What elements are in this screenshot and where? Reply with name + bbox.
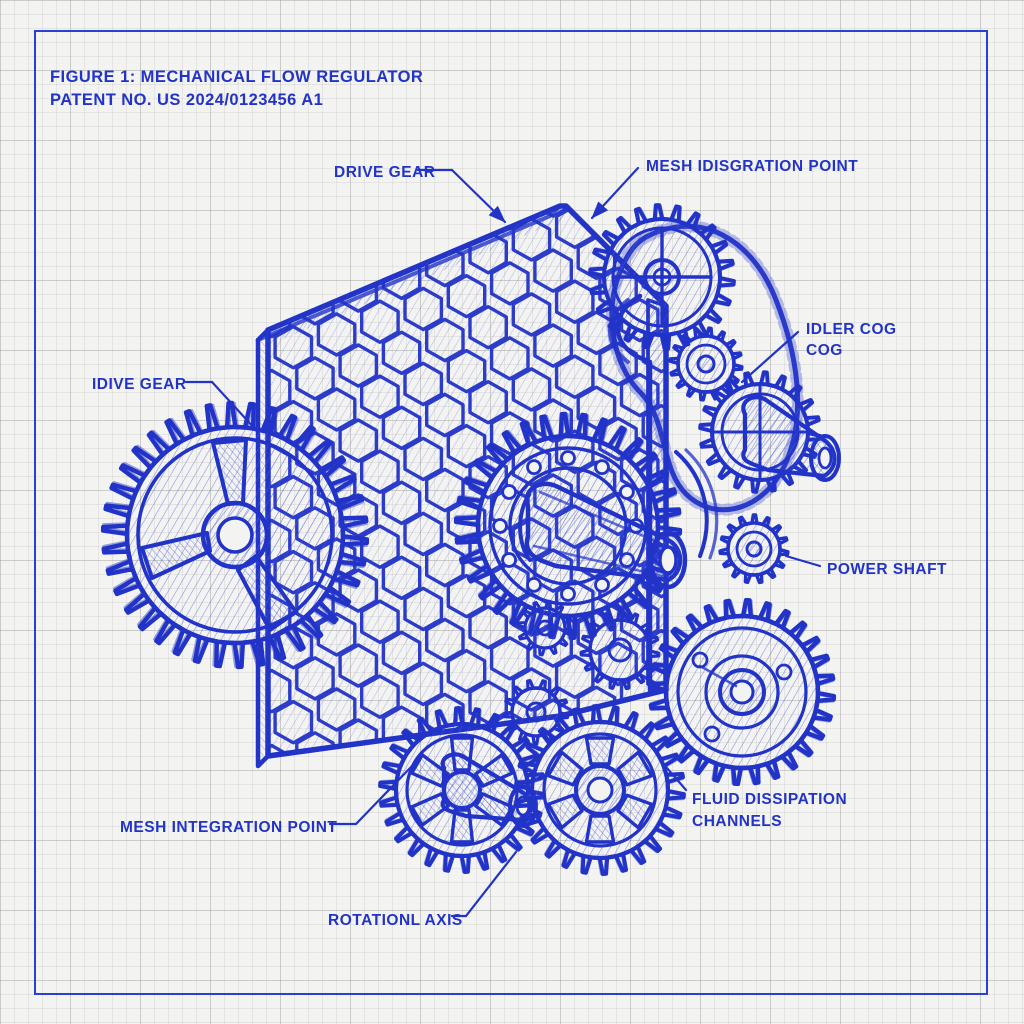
callout-drive-gear: DRIVE GEAR <box>334 164 436 181</box>
callout-fluid-dissipation-line2: CHANNELS <box>692 813 783 830</box>
title-block: FIGURE 1: MECHANICAL FLOW REGULATOR PATE… <box>50 66 423 112</box>
upper-right-spoked-cog <box>588 203 736 693</box>
leader-lines <box>184 166 822 918</box>
bottom-right-spoked-gear <box>514 704 686 876</box>
callout-idler-cog-line2: COG <box>806 342 843 359</box>
callout-idive-gear: IDIVE GEAR <box>92 376 187 393</box>
small-pinion-cluster <box>502 599 661 746</box>
leader-mesh-integration <box>354 764 414 826</box>
leader-rotationl-axis <box>464 850 518 918</box>
central-hub-gear-with-shaft <box>453 411 688 641</box>
callout-idler-cog-line1: IDLER COG <box>806 321 897 338</box>
leader-mesh-idisgration <box>590 166 640 220</box>
power-shaft-pinion <box>718 513 790 585</box>
callout-power-shaft: POWER SHAFT <box>827 561 948 578</box>
large-spoked-drive-gear <box>100 400 370 670</box>
leader-idler-cog <box>740 330 800 384</box>
right-shaft-gear <box>698 370 841 494</box>
leader-fluid-dissipation <box>658 758 688 792</box>
figure-title: FIGURE 1: MECHANICAL FLOW REGULATOR <box>50 68 424 86</box>
power-shaft-cylinder <box>518 481 688 590</box>
callout-fluid-dissipation-line1: FLUID DISSIPATION <box>692 791 848 808</box>
lower-right-disc-gear <box>647 597 837 787</box>
callout-rotationl-axis: ROTATIONL AXIS <box>328 912 463 929</box>
callout-mesh-idisgration: MESH IDISGRATION POINT <box>646 158 859 175</box>
leader-power-shaft <box>784 554 822 568</box>
callout-mesh-integration: MESH INTEGRATION POINT <box>120 819 338 836</box>
idler-cog-small <box>668 326 744 402</box>
patent-number: PATENT NO. US 2024/0123456 A1 <box>50 90 324 109</box>
curved-guide-plate <box>674 448 719 560</box>
leader-idive-gear <box>210 380 258 432</box>
leader-drive-gear <box>450 168 507 224</box>
